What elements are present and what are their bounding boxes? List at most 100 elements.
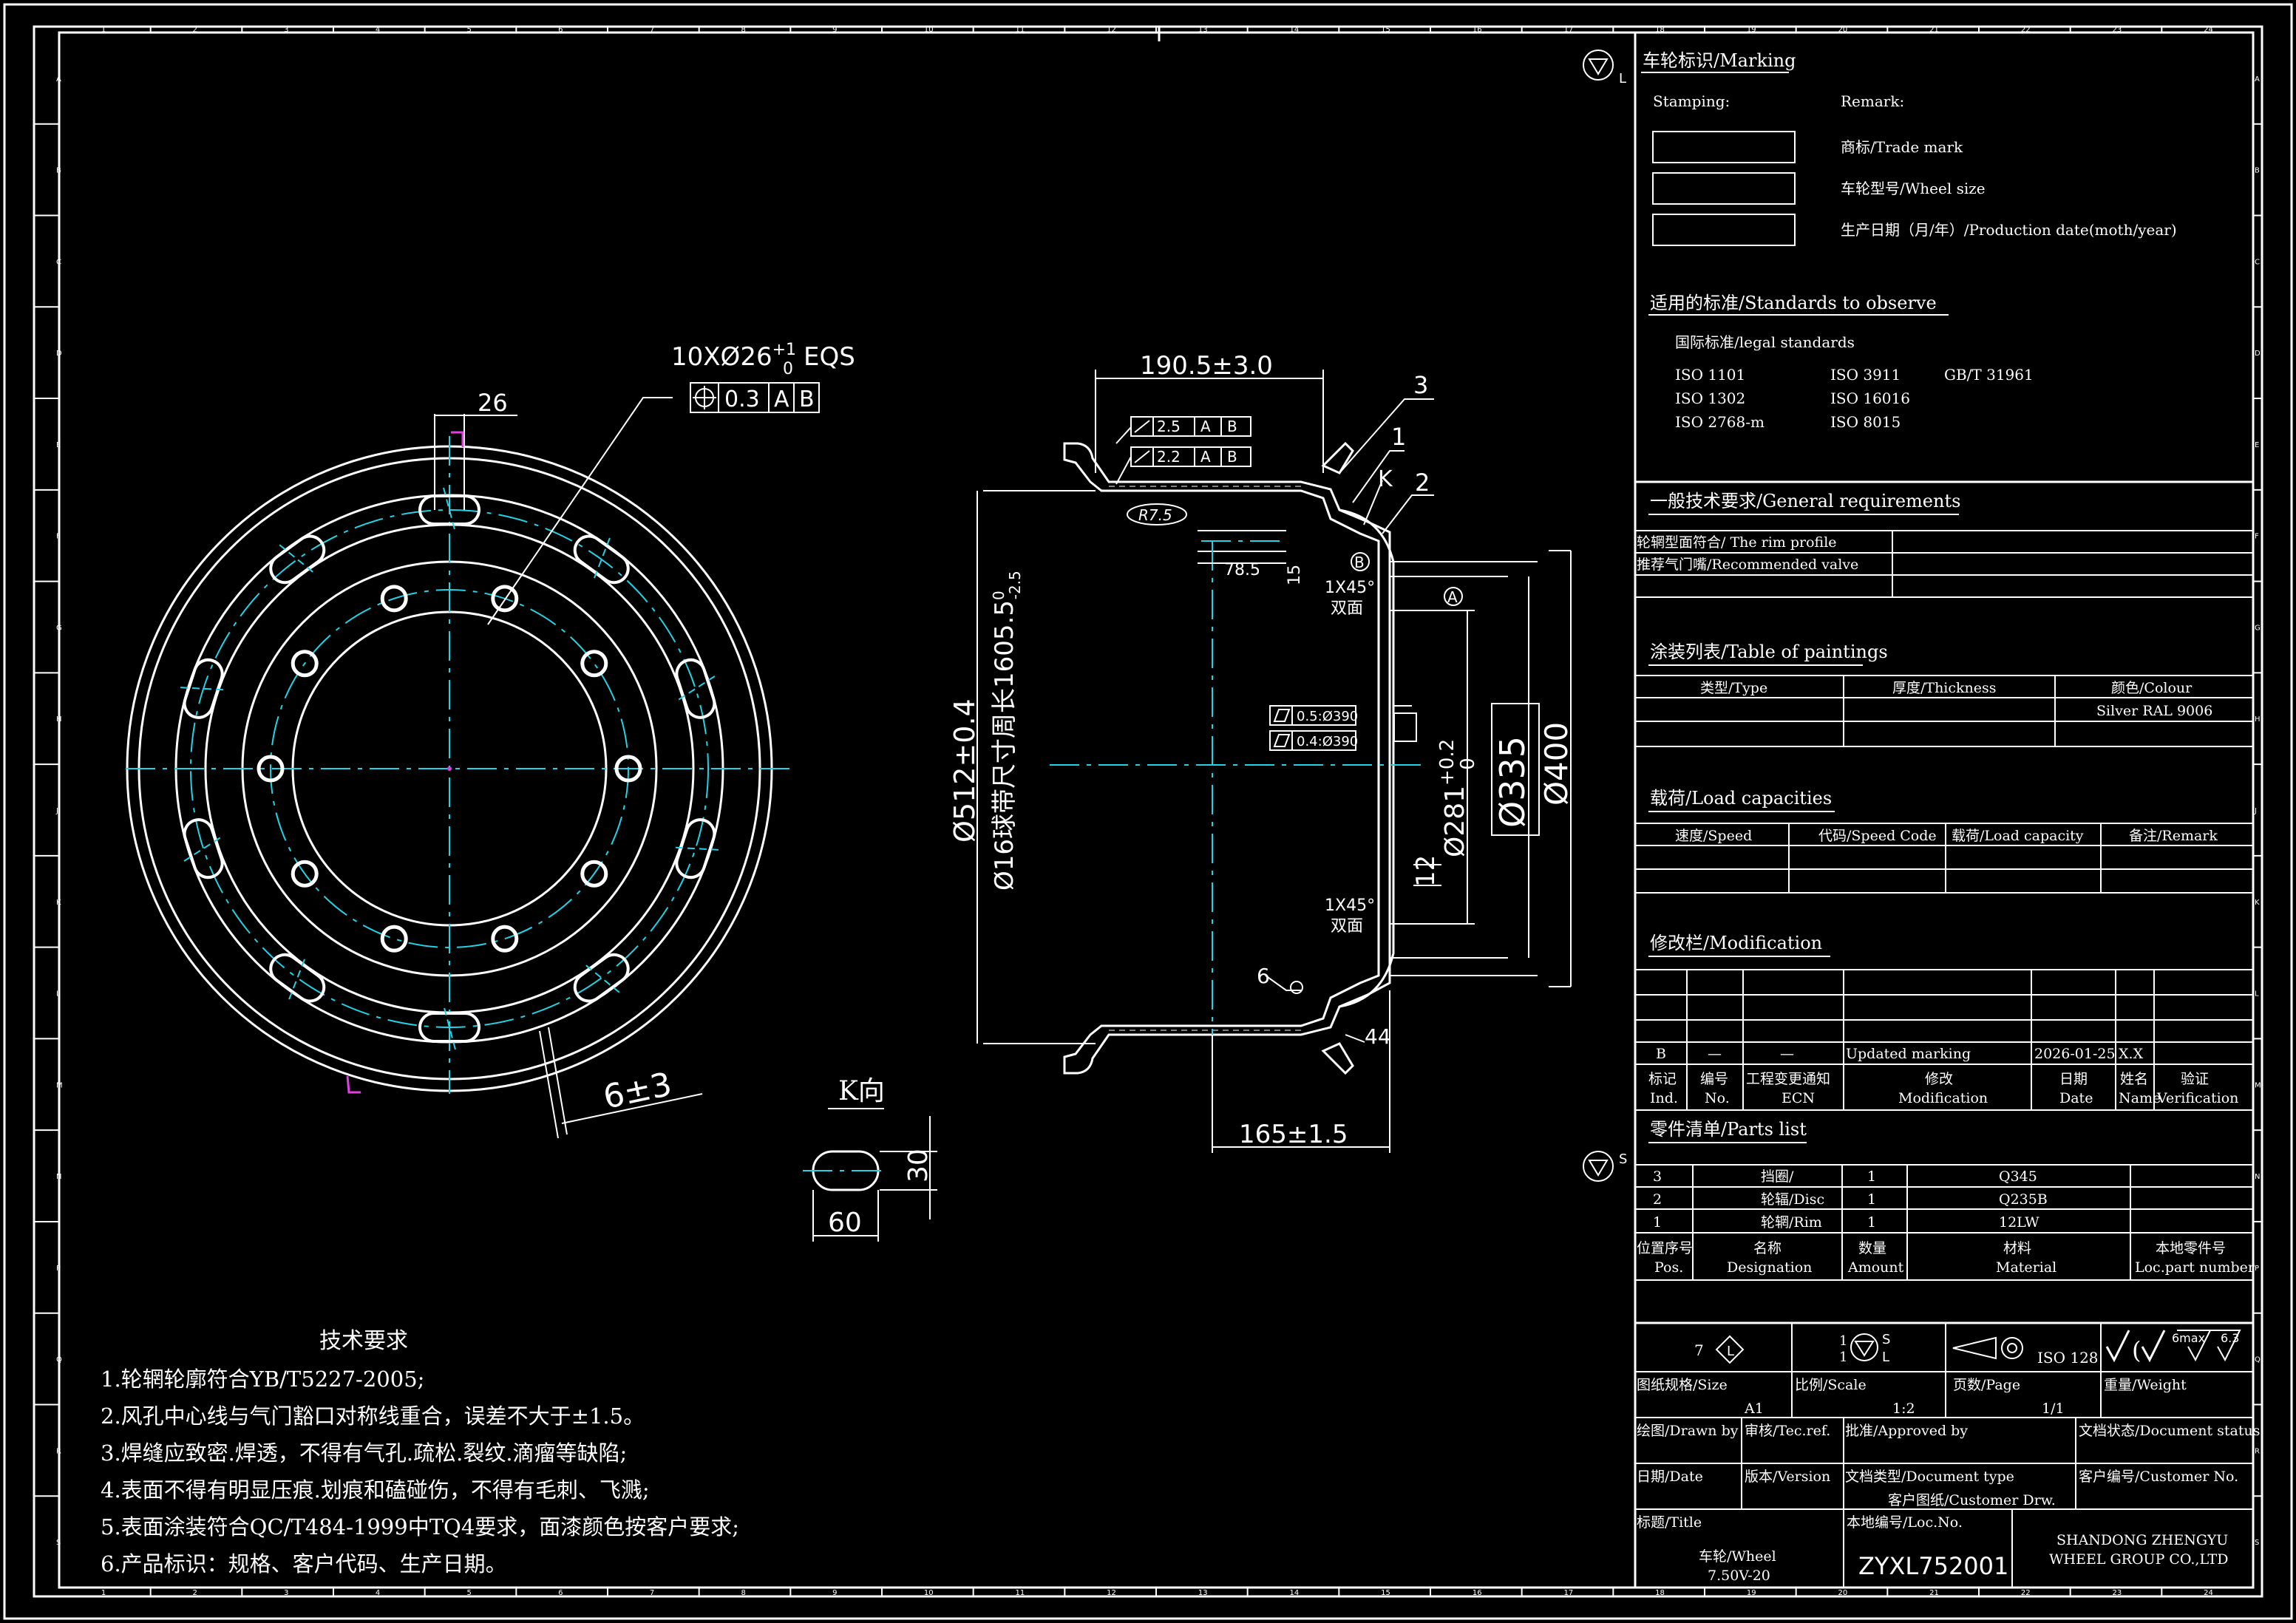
svg-text:Updated marking: Updated marking: [1846, 1046, 1971, 1062]
frame-row-letter: P: [2255, 1265, 2259, 1273]
svg-text:78.5: 78.5: [1224, 561, 1260, 579]
vent-slot: [675, 658, 716, 719]
frame-row-letter: F: [2255, 533, 2259, 541]
svg-text:L: L: [1727, 1344, 1734, 1359]
tech-req-item: 2.风孔中心线与气门豁口对称线重合，误差不大于±1.5。: [101, 1403, 645, 1429]
svg-text:2026-01-25: 2026-01-25: [2034, 1046, 2116, 1062]
svg-text:2.5: 2.5: [1157, 418, 1181, 435]
frame-col-number: 13: [1198, 1589, 1208, 1597]
vent-slot: [573, 953, 630, 1003]
parts-cell: 轮辐/Disc: [1761, 1191, 1824, 1208]
parts-cell: 2: [1653, 1191, 1662, 1208]
standards-title: 适用的标准/Standards to observe: [1650, 293, 1937, 313]
frame-row-letter: D: [2255, 350, 2261, 358]
parts-cell: 1: [1653, 1214, 1662, 1231]
svg-text:No.: No.: [1705, 1090, 1730, 1106]
svg-text:A: A: [774, 387, 789, 412]
frame-row-letter: N: [56, 1173, 61, 1181]
bolt-hole: [580, 650, 608, 678]
svg-text:双面: 双面: [1331, 599, 1363, 618]
svg-text:ISO 16016: ISO 16016: [1830, 389, 1910, 407]
svg-text:生产日期（月/年）/Production date(moth: 生产日期（月/年）/Production date(moth/year): [1841, 221, 2177, 239]
svg-text:双面: 双面: [1331, 917, 1363, 936]
svg-text:标记: 标记: [1648, 1071, 1677, 1087]
frame-col-number: 12: [1107, 1589, 1116, 1597]
frame-row-letter: K: [56, 899, 61, 907]
parts-cell: Q345: [1999, 1168, 2037, 1185]
bolt-hole: [614, 755, 642, 783]
frame-col-number: 10: [924, 1589, 934, 1597]
dim-190: 190.5±3.0: [1140, 351, 1273, 381]
svg-text:审核/Tec.ref.: 审核/Tec.ref.: [1745, 1423, 1830, 1439]
svg-text:Amount: Amount: [1847, 1259, 1904, 1276]
svg-text:备注/Remark: 备注/Remark: [2129, 828, 2218, 844]
vent-slots: [180, 487, 719, 1050]
first-angle-projection-icon: [1952, 1336, 1997, 1360]
svg-text:L: L: [1882, 1350, 1889, 1365]
vent-slot: [672, 818, 719, 879]
dim-400: Ø400: [1538, 722, 1575, 806]
frame-col-number: 9: [832, 26, 837, 34]
svg-text:工程变更通知: 工程变更通知: [1746, 1071, 1830, 1087]
frame-col-number: 8: [741, 26, 746, 34]
svg-text:版本/Version: 版本/Version: [1745, 1469, 1830, 1485]
tech-req-title: 技术要求: [319, 1328, 408, 1354]
frame-col-number: 2: [193, 1589, 197, 1597]
vent-slot: [573, 534, 630, 585]
tech-req-item: 4.表面不得有明显压痕.划痕和磕碰伤，不得有毛刺、飞溅;: [101, 1477, 650, 1503]
svg-text:ISO 3911: ISO 3911: [1830, 366, 1901, 384]
svg-text:车轮型号/Wheel size: 车轮型号/Wheel size: [1841, 180, 1986, 197]
vent-slot: [418, 1004, 480, 1050]
svg-text:GB/T 31961: GB/T 31961: [1944, 366, 2034, 384]
svg-text:ECN: ECN: [1782, 1090, 1815, 1106]
dim-165: 165±1.5: [1239, 1120, 1348, 1149]
datum-a-marker: [1444, 587, 1463, 606]
flatness-frame-1: 0.5:Ø390: [1269, 705, 1358, 726]
dim-281: Ø281+0.20: [1436, 739, 1479, 857]
svg-text:Pos.: Pos.: [1654, 1259, 1683, 1276]
tech-req-item: 6.产品标识：规格、客户代码、生产日期。: [101, 1551, 507, 1576]
frame-col-number: 7: [650, 1589, 654, 1597]
frame-col-number: 13: [1198, 26, 1208, 34]
frame-col-number: 5: [467, 26, 472, 34]
frame-col-number: 2: [193, 26, 197, 34]
svg-text:批准/Approved by: 批准/Approved by: [1845, 1423, 1968, 1439]
tech-req-item: 5.表面涂装符合QC/T484-1999中TQ4要求，面漆颜色按客户要求;: [101, 1514, 739, 1539]
svg-text:文档状态/Document status: 文档状态/Document status: [2079, 1423, 2260, 1439]
svg-text:1X45°: 1X45°: [1325, 579, 1375, 597]
frame-col-number: 19: [1747, 26, 1756, 34]
svg-text:本地编号/Loc.No.: 本地编号/Loc.No.: [1847, 1514, 1963, 1531]
svg-text:1/1: 1/1: [2042, 1401, 2065, 1417]
bolt-hole: [257, 755, 285, 783]
frame-row-letter: H: [2255, 715, 2261, 724]
bolt-hole: [380, 925, 408, 953]
svg-text:S: S: [1882, 1332, 1890, 1347]
svg-text:国际标准/legal standards: 国际标准/legal standards: [1675, 333, 1855, 351]
frame-col-number: 12: [1107, 26, 1116, 34]
svg-text:7.50V-20: 7.50V-20: [1708, 1568, 1770, 1584]
bolt-hole: [491, 925, 519, 953]
svg-text:ISO 128: ISO 128: [2037, 1349, 2099, 1367]
tech-req-item: 3.焊缝应致密.焊透，不得有气孔.疏松.裂纹.滴瘤等缺陷;: [101, 1440, 627, 1466]
svg-text:位置序号: 位置序号: [1637, 1240, 1693, 1256]
frame-row-letter: A: [2255, 75, 2260, 84]
svg-text:—: —: [1780, 1046, 1794, 1062]
svg-text:本地零件号: 本地零件号: [2156, 1240, 2226, 1256]
frame-col-number: 11: [1016, 26, 1025, 34]
orientation-icon: [1583, 50, 1614, 81]
svg-text:载荷/Load capacity: 载荷/Load capacity: [1952, 828, 2084, 844]
svg-text:A1: A1: [1744, 1401, 1764, 1417]
parts-title: 零件清单/Parts list: [1650, 1119, 1807, 1140]
dim-335: Ø335: [1492, 736, 1532, 828]
svg-text:6.3: 6.3: [2221, 1331, 2239, 1345]
svg-text:0.4:Ø390: 0.4:Ø390: [1297, 734, 1358, 749]
flatness-frame-2: 0.4:Ø390: [1269, 730, 1358, 751]
frame-col-number: 14: [1290, 26, 1300, 34]
svg-text:1: 1: [1839, 1333, 1847, 1349]
frame-row-letter: Q: [56, 1356, 62, 1364]
svg-text:日期: 日期: [2059, 1071, 2088, 1087]
orientation-icon: [1583, 1151, 1614, 1182]
marking-title: 车轮标识/Marking: [1643, 50, 1796, 71]
vent-slot: [269, 953, 326, 1003]
